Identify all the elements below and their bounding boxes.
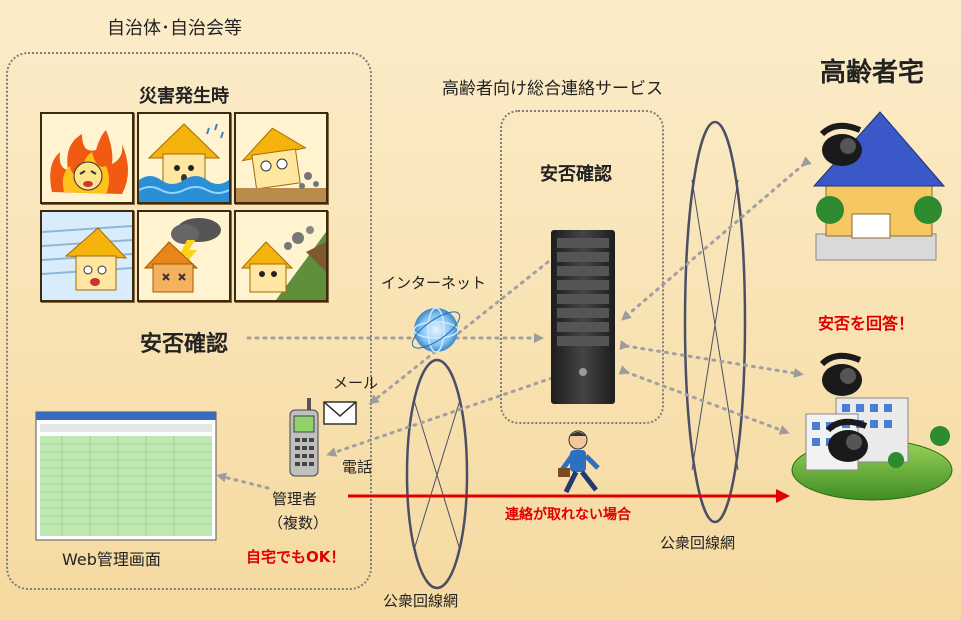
earthquake-house-icon — [236, 114, 326, 202]
thunder-house-tile — [137, 210, 231, 302]
mobile-phone-icon — [289, 398, 319, 477]
house-icon — [812, 111, 946, 261]
elderly-home-title: 高齢者宅 — [820, 58, 925, 88]
service-title: 高齢者向け総合連絡サービス — [442, 79, 663, 99]
confirm-label: 安否確認 — [140, 332, 229, 357]
apartment-icon — [791, 397, 953, 501]
storm-house-tile — [40, 210, 134, 302]
web-admin-label: Web管理画面 — [62, 550, 161, 569]
admin-sub-label: （複数） — [268, 514, 329, 532]
municipality-group-box — [6, 52, 372, 590]
public-net-label-right: 公衆回線網 — [660, 534, 736, 552]
mail-label: メール — [333, 374, 379, 392]
thunder-house-icon — [139, 212, 229, 300]
telephone-icon — [819, 352, 862, 396]
envelope-icon — [323, 401, 357, 425]
internet-label: インターネット — [381, 274, 487, 292]
landslide-house-icon — [236, 212, 326, 300]
admin-to-web-arrow — [216, 472, 270, 490]
municipality-title: 自治体･自治会等 — [107, 18, 242, 39]
fire-house-icon — [42, 114, 132, 202]
admin-label: 管理者 — [272, 490, 318, 508]
server-label: 安否確認 — [540, 164, 612, 185]
public-network-right — [683, 120, 747, 524]
runner-icon — [558, 430, 600, 494]
public-net-label-left: 公衆回線網 — [383, 592, 459, 610]
landslide-house-tile — [234, 210, 328, 302]
answer-label: 安否を回答！ — [818, 314, 915, 333]
earthquake-house-tile — [234, 112, 328, 204]
telephone-icon — [819, 122, 862, 166]
flood-house-tile — [137, 112, 231, 204]
public-network-left — [405, 358, 469, 590]
telephone-icon — [825, 418, 868, 462]
home-ok-label: 自宅でもOK！ — [246, 548, 346, 566]
phone-label: 電話 — [342, 458, 373, 476]
storm-house-icon — [42, 212, 132, 300]
fire-house-tile — [40, 112, 134, 204]
server-to-mail-arrow — [368, 260, 550, 405]
disaster-title: 災害発生時 — [139, 86, 229, 107]
server-phone-arrow — [619, 340, 804, 378]
flood-house-icon — [139, 114, 229, 202]
spreadsheet-screen-icon — [35, 411, 217, 541]
server-icon — [551, 230, 615, 404]
server-to-phone-arrow — [326, 376, 554, 457]
fallback-label: 連絡が取れない場合 — [505, 507, 631, 523]
server-house-arrow — [620, 156, 812, 321]
globe-icon — [411, 307, 461, 353]
